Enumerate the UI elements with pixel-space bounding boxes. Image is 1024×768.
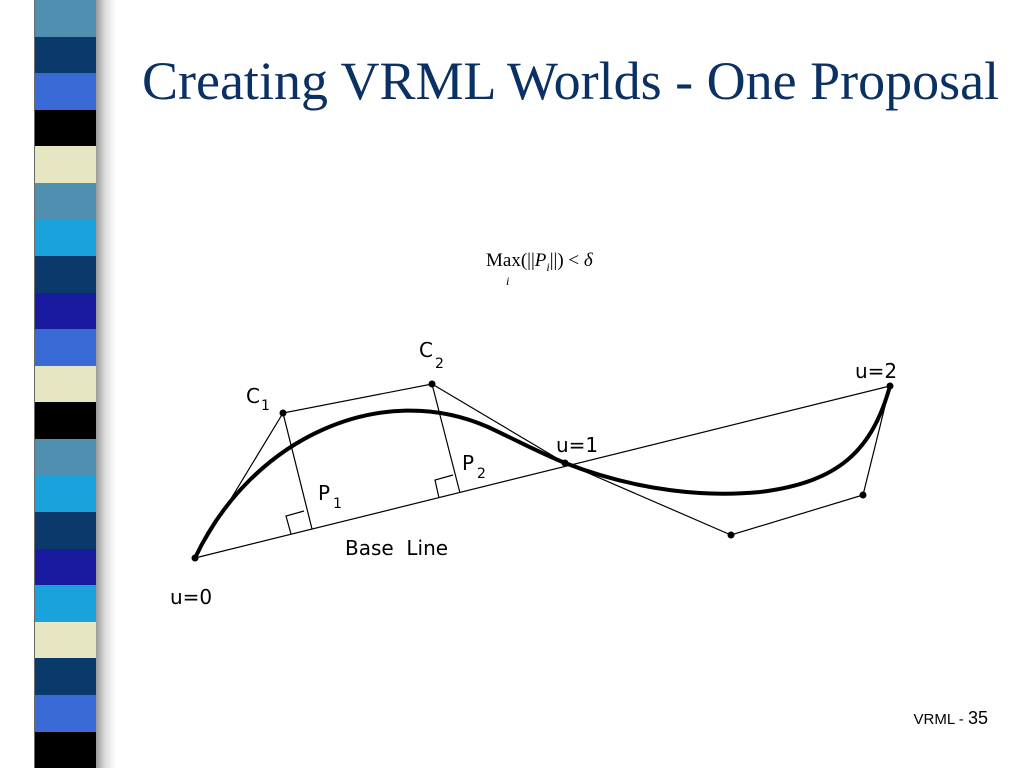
strip-segment: [35, 585, 97, 622]
label-c1-sub: 1: [261, 398, 270, 414]
max-norm-formula: Max(||Pi||) < δ i: [486, 250, 593, 288]
strip-segment: [35, 512, 97, 549]
control-point-right: [859, 491, 867, 499]
formula-point-index: i: [546, 260, 550, 274]
control-polygon-2: [564, 385, 891, 536]
label-u1: u=1: [556, 433, 598, 457]
strip-segment: [35, 329, 97, 366]
label-p2-sub: 2: [477, 466, 486, 482]
formula-open: (||: [520, 250, 535, 271]
strip-segment: [35, 694, 97, 732]
slide-footer: VRML - 35: [914, 708, 988, 729]
label-c2-sub: 2: [435, 356, 444, 372]
formula-close: ||) <: [549, 250, 580, 271]
label-c1: C: [246, 384, 260, 408]
strip-segment: [35, 292, 97, 330]
strip-segment: [35, 475, 97, 513]
strip-segment: [35, 219, 97, 257]
formula-max-index: i: [506, 274, 510, 288]
strip-segment: [35, 621, 97, 659]
right-angle-marker-p2: [434, 474, 454, 499]
label-c2: C: [419, 338, 433, 362]
label-p1-sub: 1: [333, 496, 342, 512]
page-number: 35: [967, 708, 988, 728]
strip-segment: [35, 182, 97, 220]
label-p1: P: [318, 481, 330, 505]
label-u0: u=0: [170, 585, 212, 609]
distance-p1-line: [282, 412, 313, 530]
right-angle-marker-p1: [285, 510, 305, 535]
strip-segment: [35, 0, 97, 37]
formula-delta: δ: [583, 250, 593, 271]
strip-segment: [35, 548, 97, 586]
strip-segment: [35, 658, 97, 695]
point-u0: [191, 554, 199, 562]
control-polygon-1: [194, 383, 566, 559]
formula-point: P: [534, 250, 547, 271]
strip-segment: [35, 109, 97, 147]
strip-segment: [35, 73, 97, 110]
side-strip-shadow: [96, 0, 116, 768]
footer-text: VRML -: [913, 711, 968, 728]
point-u1: [561, 459, 569, 467]
label-u2: u=2: [855, 359, 897, 383]
strip-segment: [35, 146, 97, 183]
label-base-line: Base Line: [345, 536, 448, 560]
control-point-lower: [727, 531, 735, 539]
strip-segment: [35, 256, 97, 293]
decorative-side-strip: [34, 0, 97, 768]
control-point-c1: [279, 409, 287, 417]
base-line: [194, 385, 891, 559]
strip-segment: [35, 731, 97, 768]
control-point-c2: [428, 380, 436, 388]
strip-segment: [35, 402, 97, 439]
strip-segment: [35, 36, 97, 74]
strip-segment: [35, 365, 97, 403]
distance-p2-line: [431, 383, 461, 494]
strip-segment: [35, 438, 97, 476]
slide-title: Creating VRML Worlds - One Proposal: [142, 51, 1000, 111]
label-p2: P: [462, 451, 474, 475]
formula-max: Max: [486, 250, 521, 271]
point-u2: [886, 382, 894, 390]
